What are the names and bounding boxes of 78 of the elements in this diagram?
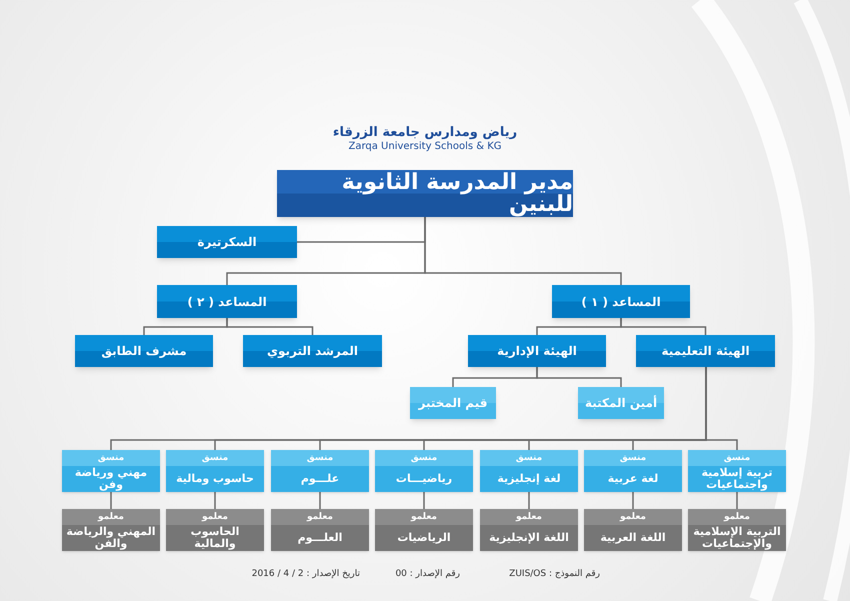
teachers-box — [375, 509, 473, 551]
role-title: قيم المختبر — [418, 397, 488, 409]
role-prefix: منسق — [620, 454, 646, 462]
role-prefix: معلمو — [411, 512, 438, 522]
coordinator-box — [375, 450, 473, 492]
role-title: أمين المكتبة — [584, 397, 658, 409]
role-box — [157, 285, 297, 318]
coordinator-box — [271, 450, 369, 492]
role-title: علـــوم — [300, 473, 340, 485]
role-title: التربية الإسلامية والإجتماعيات — [692, 526, 782, 550]
role-title: اللغة العربية — [600, 532, 666, 544]
role-box — [578, 387, 664, 419]
coordinator-box — [62, 450, 160, 492]
role-box — [552, 285, 690, 318]
form-info: تاريخ الإصدار : 2 / 4 / 2016 — [250, 568, 360, 581]
role-prefix: معلمو — [724, 512, 750, 522]
role-prefix: معلمو — [98, 512, 124, 522]
role-title: المرشد التربوي — [266, 345, 358, 357]
coordinator-box — [584, 450, 682, 492]
role-prefix: معلمو — [307, 512, 334, 522]
connector-line — [424, 217, 622, 285]
role-title: الحاسوب والمالية — [190, 526, 240, 550]
connector-line — [143, 318, 228, 335]
teachers-box — [688, 509, 786, 551]
connector-line — [110, 492, 112, 509]
coordinator-box — [688, 450, 786, 492]
form-info: رقم النموذج : ZUIS/OS — [508, 568, 600, 581]
role-prefix: منسق — [516, 454, 542, 462]
role-prefix: منسق — [202, 454, 228, 462]
role-title: المساعد ( ٢ ) — [187, 296, 267, 308]
role-prefix: منسق — [410, 454, 438, 462]
connector-line — [452, 367, 538, 387]
connector-line — [536, 318, 622, 335]
coordinator-box — [166, 450, 264, 492]
director-box — [277, 170, 573, 217]
role-prefix: منسق — [98, 454, 124, 462]
connector-line — [214, 492, 216, 509]
role-title: الهيئة التعليمية — [661, 345, 750, 357]
teachers-box — [480, 509, 578, 551]
role-title: السكرتيرة — [197, 236, 257, 248]
role-prefix: معلمو — [620, 512, 646, 522]
teachers-box — [271, 509, 369, 551]
coordinator-box — [480, 450, 578, 492]
teachers-box — [166, 509, 264, 551]
role-box — [243, 335, 382, 367]
connector-line — [423, 492, 425, 509]
role-prefix: معلمو — [516, 512, 542, 522]
connector-line — [528, 492, 530, 509]
role-box — [636, 335, 775, 367]
connector-line — [736, 492, 738, 509]
role-title: لغة إنجليزية — [497, 473, 561, 485]
role-title: الرياضيات — [397, 532, 451, 544]
role-title: لغة عربية — [608, 473, 658, 485]
role-prefix: منسق — [306, 454, 334, 462]
role-title: العلـــوم — [298, 532, 342, 544]
role-prefix: منسق — [724, 454, 750, 462]
form-info: رقم الإصدار : 00 — [394, 568, 460, 581]
school-name: Zarqa University Schools & KG — [347, 142, 503, 152]
role-title: تربية إسلامية واجتماعيات — [700, 467, 774, 491]
role-prefix: معلمو — [202, 512, 228, 522]
connector-line — [632, 492, 634, 509]
role-title: رياضيـــات — [396, 473, 452, 485]
role-title: المساعد ( ١ ) — [581, 296, 661, 308]
role-box — [468, 335, 606, 367]
connector-line — [319, 492, 321, 509]
teachers-box — [62, 509, 160, 551]
teachers-box — [584, 509, 682, 551]
role-title: مدير المدرسة الثانوية للبنين — [340, 172, 573, 216]
role-title: حاسوب ومالية — [176, 473, 254, 485]
role-title: مهني ورياضة وفن — [74, 467, 148, 491]
role-title: المهني والرياضة والفن — [66, 526, 156, 550]
role-box — [410, 387, 496, 419]
role-box — [75, 335, 213, 367]
school-name: رياض ومدارس جامعة الزرقاء — [332, 126, 518, 139]
role-title: اللغة الإنجليزية — [489, 532, 569, 544]
role-box — [157, 226, 297, 258]
role-title: الهيئة الإدارية — [497, 345, 577, 357]
role-title: مشرف الطابق — [101, 345, 187, 357]
